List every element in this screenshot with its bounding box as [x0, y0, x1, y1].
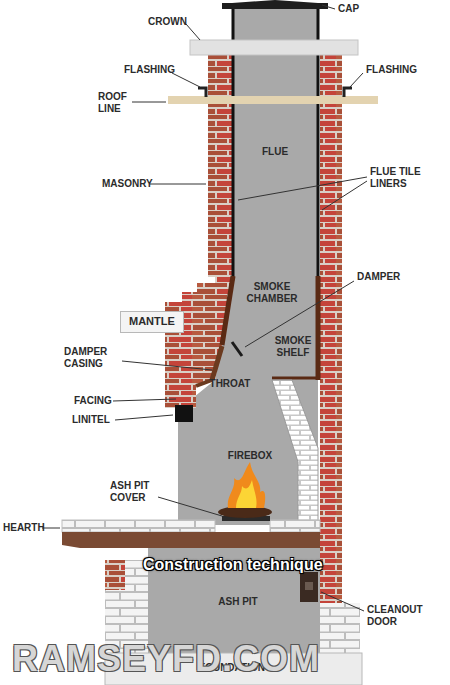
leader-line — [150, 184, 206, 185]
part-label: FIREBOX — [228, 450, 272, 462]
node-text: MANTLE — [129, 315, 175, 328]
part-label: FACING — [74, 395, 112, 407]
mantle-shelf: MANTLE — [120, 311, 184, 333]
lintel — [175, 405, 193, 422]
ash-pit — [300, 572, 318, 602]
masonry — [105, 560, 125, 590]
crown — [190, 8, 358, 55]
part-label: DAMPER CASING — [64, 346, 107, 369]
part-label: ROOF LINE — [98, 91, 127, 114]
hearth — [62, 520, 320, 548]
chimney-cap — [222, 0, 328, 9]
flue-interior — [178, 8, 318, 525]
ash-pit — [320, 603, 360, 653]
fire — [228, 462, 265, 508]
part-label: DAMPER — [357, 271, 400, 283]
part-label: CROWN — [148, 16, 187, 28]
part-label: HEARTH — [3, 522, 45, 534]
hearth — [270, 520, 320, 532]
damper-plate — [232, 342, 242, 356]
leader-line — [321, 592, 364, 611]
watermark: RAMSEYFD.COM — [12, 638, 320, 680]
leader-line — [172, 73, 200, 87]
crown — [190, 40, 358, 55]
flashing — [198, 88, 206, 97]
lintel — [175, 405, 193, 422]
chimney-cap — [222, 3, 328, 9]
firebrick-back — [272, 380, 318, 522]
part-label: SMOKE CHAMBER — [246, 281, 297, 304]
part-label: THROAT — [210, 378, 251, 390]
overlay-caption: Construction technique — [143, 556, 323, 574]
ash-pit — [105, 548, 360, 653]
damper-plate — [232, 342, 242, 356]
smoke-chamber-lining — [222, 276, 233, 345]
part-label: FLASHING — [124, 64, 175, 76]
masonry — [208, 55, 232, 277]
leader-line — [113, 399, 176, 401]
hearth — [62, 520, 215, 532]
flashing — [344, 88, 352, 97]
leader-line — [322, 181, 367, 210]
part-label: SMOKE SHELF — [275, 335, 312, 358]
smoke-chamber-lining — [272, 377, 318, 380]
damper-casing — [212, 346, 222, 380]
leader-line — [42, 5, 367, 611]
crown — [230, 8, 320, 42]
part-label: ASH PIT — [218, 596, 257, 608]
masonry — [320, 55, 342, 603]
part-label: FLASHING — [366, 64, 417, 76]
leader-line — [122, 361, 212, 370]
leader-line — [186, 24, 200, 40]
leader-line — [350, 73, 363, 87]
part-label: CLEANOUT DOOR — [367, 604, 423, 627]
leader-line — [158, 497, 222, 516]
part-label: CAP — [338, 3, 359, 15]
smoke-chamber-lining — [222, 276, 318, 380]
roof-line — [168, 96, 378, 104]
leader-line — [42, 528, 60, 529]
part-label: FLUE — [262, 146, 288, 158]
leader-line — [115, 415, 173, 420]
flashing — [198, 88, 352, 97]
hearth — [62, 532, 320, 548]
leader-line — [322, 5, 335, 9]
leader-line — [132, 102, 166, 103]
part-label: ASH PIT COVER — [110, 480, 160, 503]
fire — [236, 480, 257, 508]
ash-pit — [305, 582, 313, 590]
fire — [218, 462, 272, 518]
part-label: MASONRY — [102, 178, 153, 190]
part-label: FLUE TILE LINERS — [370, 166, 434, 189]
firebrick-back — [272, 380, 318, 522]
part-label: LINITEL — [72, 414, 110, 426]
roof-line — [168, 96, 378, 104]
chimney-cap — [232, 0, 318, 3]
smoke-chamber-lining — [316, 276, 321, 380]
leader-line — [238, 177, 367, 200]
